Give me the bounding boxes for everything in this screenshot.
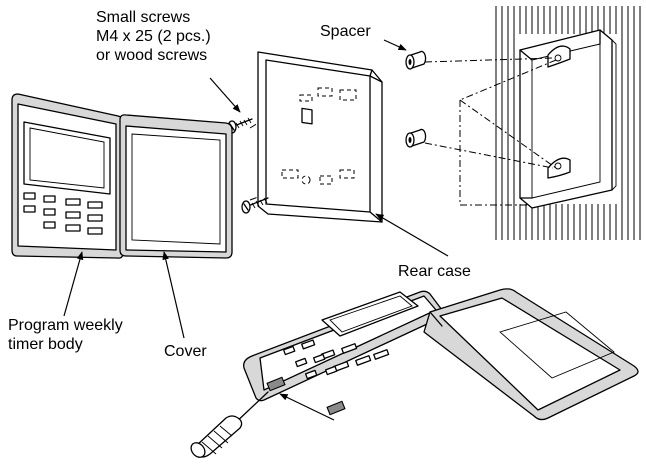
- screwdriver: [190, 391, 269, 458]
- timer-body-front: [11, 93, 124, 259]
- cover-front: [119, 114, 233, 259]
- wall-hatching: [495, 6, 641, 240]
- spacer-top: [405, 50, 427, 70]
- arrow-timer-body: [63, 251, 84, 317]
- label-screws: Small screws M4 x 25 (2 pcs.) or wood sc…: [96, 8, 211, 65]
- label-spacer: Spacer: [320, 23, 371, 40]
- screw-bottom: [241, 197, 269, 214]
- label-screws-line3: or wood screws: [96, 47, 208, 64]
- label-screws-line2: M4 x 25 (2 pcs.): [96, 28, 211, 45]
- assembly-buttons: [282, 339, 390, 380]
- label-screws-line1: Small screws: [96, 9, 191, 26]
- label-timer-body-line1: Program weekly: [8, 317, 123, 334]
- leader-lines: [63, 39, 449, 421]
- label-cover: Cover: [164, 343, 207, 360]
- label-timer-body: Program weekly timer body: [8, 316, 123, 354]
- arrow-rear-case: [375, 213, 449, 257]
- arrow-screws: [209, 77, 241, 113]
- wall: [495, 6, 641, 240]
- arrow-insert: [279, 393, 335, 421]
- arrow-spacer: [383, 39, 407, 51]
- rear-case: [257, 51, 383, 223]
- arrow-cover: [162, 251, 185, 339]
- timer-open-assembly: [243, 288, 639, 421]
- body-buttons: [23, 192, 103, 235]
- label-rear-case: Rear case: [398, 263, 471, 280]
- electrical-box: [519, 29, 617, 209]
- label-timer-body-line2: timer body: [8, 336, 83, 353]
- spacer-bottom: [405, 128, 427, 148]
